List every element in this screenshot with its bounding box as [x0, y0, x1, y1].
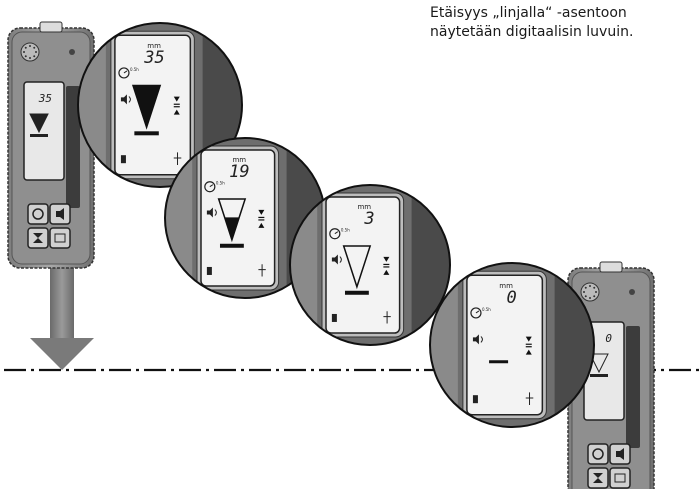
- sound-icon: [56, 208, 64, 220]
- funnel-fill: [224, 217, 240, 240]
- magnifier-3: mm3 0.5h: [289, 184, 451, 346]
- device-lcd-reading: 0: [605, 332, 612, 345]
- power-icon: [32, 208, 44, 220]
- reference-bar: [134, 131, 159, 136]
- center-line-icon: [33, 233, 43, 238]
- device-lcd-bar: [590, 374, 608, 377]
- reference-bar: [219, 243, 244, 248]
- accuracy-button: [49, 227, 71, 249]
- lcd-screen: [466, 274, 544, 416]
- device-lcd-funnel: [29, 113, 49, 134]
- power-button: [587, 443, 609, 465]
- battery-icon: [331, 313, 337, 322]
- arrow-up-icon: [258, 222, 265, 228]
- caption-line-2: näytetään digitaalisin luvuin.: [430, 24, 634, 40]
- arrow-up-icon: [525, 349, 532, 355]
- lcd-reading: 0: [506, 288, 516, 308]
- accuracy-icon: [54, 233, 66, 243]
- caption: Etäisyys „linjalla“ -asentoon näytetään …: [430, 4, 695, 42]
- led-indicator: [69, 49, 75, 55]
- timer-icon: [204, 181, 216, 193]
- detection-window: [66, 86, 80, 208]
- battery-icon: [206, 266, 212, 275]
- battery-icon: [120, 155, 126, 164]
- timer-icon: [329, 228, 341, 240]
- arrow-down-icon: [258, 209, 265, 215]
- timer-label: 0.5h: [482, 307, 491, 312]
- sound-icon: [616, 448, 624, 460]
- speaker-icon: [206, 207, 213, 218]
- arrow-down-icon: [525, 336, 532, 342]
- lcd-unit: mm: [147, 42, 161, 50]
- reference-bar: [344, 290, 369, 295]
- speaker-icon: [120, 94, 127, 105]
- arrow-down-icon: [383, 256, 390, 262]
- lcd-unit: mm: [499, 282, 513, 290]
- funnel-fill: [133, 85, 161, 128]
- device-level-window: [39, 21, 63, 33]
- battery-icon: [472, 395, 478, 404]
- accuracy-icon: [614, 473, 626, 483]
- timer-label: 0.5h: [130, 67, 139, 72]
- lcd-unit: mm: [357, 203, 371, 211]
- magnifier-ring: [289, 184, 451, 346]
- detection-window: [626, 326, 640, 448]
- device-lcd-reading: 35: [38, 92, 52, 105]
- timer-icon: [118, 67, 130, 79]
- accuracy-button: [609, 467, 631, 489]
- lcd-reading: 19: [229, 162, 249, 182]
- lcd-reading: 35: [143, 48, 164, 68]
- magnifier-ring: [77, 22, 243, 188]
- caption-line-1: Etäisyys „linjalla“ -asentoon: [430, 5, 627, 21]
- device-level-window: [599, 261, 623, 273]
- lcd-screen: [325, 196, 401, 334]
- device-lcd-funnel: [589, 353, 609, 374]
- power-button: [27, 203, 49, 225]
- arrow-up-icon: [383, 269, 390, 275]
- arrow-down-icon: [173, 96, 180, 102]
- lcd-unit: mm: [232, 156, 246, 164]
- timer-label: 0.5h: [341, 228, 350, 233]
- led-indicator: [629, 289, 635, 295]
- speaker-icon: [472, 334, 479, 345]
- center-line-icon: [593, 473, 603, 478]
- device-lcd: [23, 81, 65, 181]
- magnifier-ring: [429, 262, 595, 428]
- magnifier-4: mm0 0.5h: [429, 262, 595, 428]
- receiver-device-left: 35: [7, 21, 95, 269]
- arrow-up-icon: [173, 109, 180, 115]
- device-lcd-bar: [30, 134, 48, 137]
- speaker-icon: [331, 254, 338, 265]
- direction-funnel: [342, 245, 372, 290]
- timer-label: 0.5h: [216, 181, 225, 186]
- lcd-reading: 3: [363, 209, 374, 229]
- timer-icon: [470, 307, 482, 319]
- power-icon: [592, 448, 604, 460]
